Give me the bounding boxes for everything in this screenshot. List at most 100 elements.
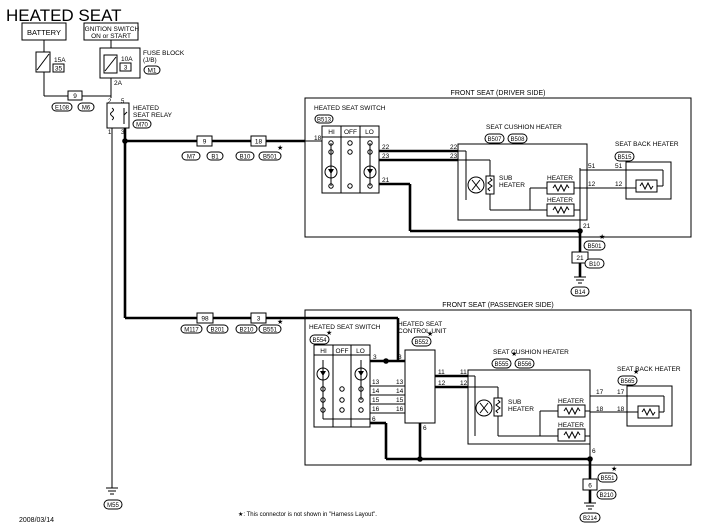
svg-text:SEAT CUSHION HEATER: SEAT CUSHION HEATER <box>486 124 562 131</box>
date-stamp: 2008/03/14 <box>19 517 54 524</box>
svg-text:CONTROL UNIT: CONTROL UNIT <box>398 328 447 335</box>
passenger-seat-cushion-heater: SEAT CUSHION HEATER B555 B556 ★ 11 12 SU… <box>460 349 591 459</box>
svg-text:15: 15 <box>396 397 404 404</box>
passenger-seat-back-heater: SEAT BACK HEATER B565 ★ 17 17 18 18 <box>590 366 681 427</box>
svg-text:13: 13 <box>372 379 380 386</box>
svg-text:51: 51 <box>588 163 596 170</box>
svg-text:★: ★ <box>511 350 517 358</box>
conn-b201: B201 <box>210 328 225 334</box>
svg-text:B555: B555 <box>494 362 509 368</box>
svg-text:B10: B10 <box>589 262 600 268</box>
conn-m6: M6 <box>82 106 91 112</box>
svg-text:14: 14 <box>372 388 380 395</box>
relay-line1: HEATED <box>133 105 159 112</box>
svg-text:★: ★ <box>277 318 283 326</box>
relay-line2: SEAT RELAY <box>133 112 173 119</box>
svg-text:21: 21 <box>382 177 390 184</box>
svg-text:SUB: SUB <box>499 175 512 182</box>
svg-text:B501: B501 <box>587 244 602 250</box>
svg-text:HEATED SEAT SWITCH: HEATED SEAT SWITCH <box>309 324 381 331</box>
svg-text:B513: B513 <box>317 118 332 124</box>
svg-text:HEATER: HEATER <box>547 197 573 204</box>
svg-text:5: 5 <box>121 99 125 105</box>
heated-seat-relay: 2 5 1 3 HEATED SEAT RELAY M70 <box>106 99 173 136</box>
svg-text:OFF: OFF <box>336 348 349 355</box>
passenger-heated-seat-switch: HEATED SEAT SWITCH B554 ★ HI OFF LO <box>309 324 381 428</box>
svg-text:B565: B565 <box>620 379 635 385</box>
svg-text:HI: HI <box>320 348 327 355</box>
svg-text:HEATED SEAT SWITCH: HEATED SEAT SWITCH <box>314 105 386 112</box>
svg-text:B14: B14 <box>575 290 586 296</box>
conn-m70: M70 <box>136 123 148 129</box>
svg-text:B508: B508 <box>510 137 525 143</box>
svg-text:B214: B214 <box>583 516 598 522</box>
svg-text:12: 12 <box>438 380 446 387</box>
svg-text:B515: B515 <box>617 155 632 161</box>
conn-m7: M7 <box>187 155 196 161</box>
driver-heated-seat-switch: HEATED SEAT SWITCH B513 HI OFF LO <box>314 105 386 194</box>
svg-text:OFF: OFF <box>344 129 357 136</box>
svg-text:HEATER: HEATER <box>499 182 525 189</box>
svg-text:HEATER: HEATER <box>558 398 584 405</box>
ignition-line1: IGNITION SWITCH <box>83 26 140 33</box>
svg-text:M55: M55 <box>107 503 119 509</box>
svg-text:23: 23 <box>382 153 390 160</box>
driver-section-title: FRONT SEAT (DRIVER SIDE) <box>451 90 546 97</box>
svg-text:22: 22 <box>382 144 390 151</box>
conn-e108: E108 <box>55 106 70 112</box>
svg-text:SEAT BACK HEATER: SEAT BACK HEATER <box>615 141 679 148</box>
svg-text:6: 6 <box>423 425 427 432</box>
driver-seat-cushion-heater: SEAT CUSHION HEATER B507 B508 22 23 SUB … <box>450 124 588 231</box>
svg-text:21: 21 <box>576 255 584 262</box>
svg-text:HI: HI <box>328 129 335 136</box>
svg-text:B554: B554 <box>312 338 327 344</box>
svg-text:B210: B210 <box>599 493 614 499</box>
svg-text:B552: B552 <box>414 340 429 346</box>
svg-text:★: ★ <box>277 144 283 152</box>
svg-text:17: 17 <box>596 389 604 396</box>
footnote: ★: This connector is not shown in "Harne… <box>238 511 377 518</box>
svg-text:14: 14 <box>396 388 404 395</box>
driver-side-frame <box>304 97 692 238</box>
fuse-block: 10A 3 FUSE BLOCK (J/B) M1 <box>99 47 185 79</box>
ground-b14: B14 <box>570 276 590 297</box>
svg-text:★: ★ <box>326 329 332 337</box>
svg-text:12: 12 <box>615 181 623 188</box>
passenger-section-title: FRONT SEAT (PASSENGER SIDE) <box>442 302 554 309</box>
pin-9-e108: 9 <box>73 93 77 100</box>
svg-text:9: 9 <box>203 139 207 146</box>
svg-text:12: 12 <box>460 380 468 387</box>
conn-b10: B10 <box>240 155 251 161</box>
battery-label: BATTERY <box>27 28 61 37</box>
battery: BATTERY <box>21 22 67 41</box>
svg-text:15: 15 <box>372 397 380 404</box>
svg-text:3: 3 <box>373 354 377 361</box>
ignition-line2: ON or START <box>91 33 131 40</box>
conn-m1: M1 <box>147 68 156 75</box>
svg-text:LO: LO <box>365 129 374 136</box>
svg-text:3: 3 <box>121 130 125 136</box>
passenger-side-frame <box>304 309 692 466</box>
conn-b1: B1 <box>211 155 219 161</box>
driver-seat-back-heater: SEAT BACK HEATER B515 51 51 12 12 <box>580 141 679 200</box>
conn-b210: B210 <box>239 328 254 334</box>
svg-text:SUB: SUB <box>508 399 521 406</box>
svg-text:23: 23 <box>450 153 458 160</box>
svg-text:18: 18 <box>255 139 263 146</box>
conn-b551: B551 <box>263 328 278 334</box>
svg-text:B551: B551 <box>600 476 615 482</box>
svg-text:16: 16 <box>372 406 380 413</box>
svg-text:12: 12 <box>588 181 596 188</box>
svg-text:6: 6 <box>592 448 596 455</box>
svg-text:★: ★ <box>633 368 639 376</box>
svg-text:LO: LO <box>356 348 365 355</box>
fuse1-amp: 15A <box>54 57 66 64</box>
svg-text:6: 6 <box>588 483 592 490</box>
svg-text:HEATER: HEATER <box>558 422 584 429</box>
fuse-block-line1: FUSE BLOCK <box>143 50 185 57</box>
svg-text:22: 22 <box>450 144 458 151</box>
svg-text:3: 3 <box>257 316 261 323</box>
fuse-15a: 15A 35 <box>35 51 66 73</box>
svg-text:18: 18 <box>617 406 625 413</box>
